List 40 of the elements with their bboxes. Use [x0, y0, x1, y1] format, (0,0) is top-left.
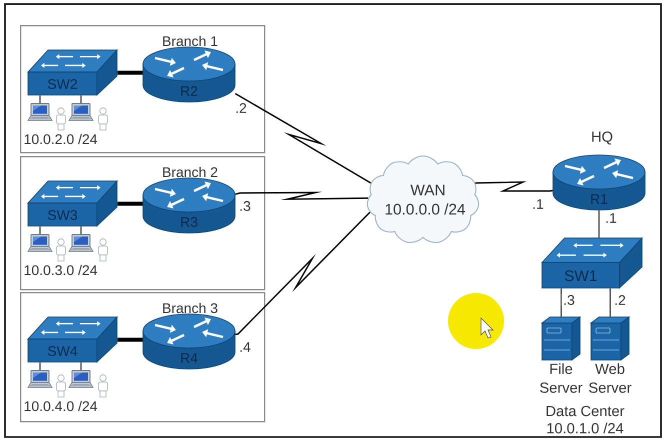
link-line — [80, 96, 82, 104]
link-line — [118, 338, 143, 342]
link-line — [560, 288, 562, 317]
link-line — [118, 202, 143, 206]
subnet-label: 10.0.3.0 /24 — [24, 264, 98, 276]
interface-label: .3 — [238, 200, 252, 212]
subnet-label: 10.0.0.0 /24 — [386, 203, 466, 215]
site-label: Branch 1 — [163, 36, 218, 46]
link-line — [235, 192, 368, 200]
link-line — [39, 362, 41, 370]
server-label: File Server — [540, 363, 582, 393]
site-label: Branch 2 — [163, 166, 218, 178]
interface-label: .2 — [234, 102, 248, 114]
subnet-label: 10.0.1.0 /24 — [547, 422, 624, 434]
subnet-label: 10.0.2.0 /24 — [24, 134, 98, 144]
link-line — [118, 70, 143, 75]
device-label: SW2 — [48, 79, 77, 89]
link-line — [234, 93, 372, 184]
link-line — [80, 362, 82, 370]
link-line — [80, 226, 82, 234]
site-label: Branch 3 — [163, 302, 218, 314]
device-label: SW4 — [48, 346, 78, 356]
interface-label: .2 — [612, 294, 628, 306]
network-label: WAN — [410, 184, 444, 196]
interface-label: .3 — [562, 294, 576, 306]
link-line — [39, 96, 41, 104]
interface-label: .4 — [238, 340, 252, 354]
interface-label: .1 — [604, 212, 618, 224]
link-line — [475, 181, 553, 192]
device-label: SW1 — [564, 270, 597, 282]
link-line — [610, 288, 611, 317]
device-label: SW3 — [48, 210, 78, 220]
subnet-label: 10.0.4.0 /24 — [24, 400, 98, 412]
server-label: Web Server — [589, 363, 632, 393]
link-line — [598, 210, 600, 238]
interface-label: .1 — [530, 198, 546, 210]
link-line — [235, 212, 370, 336]
site-label: Data Center — [546, 406, 624, 416]
site-label: HQ — [592, 132, 612, 144]
link-line — [39, 226, 41, 234]
